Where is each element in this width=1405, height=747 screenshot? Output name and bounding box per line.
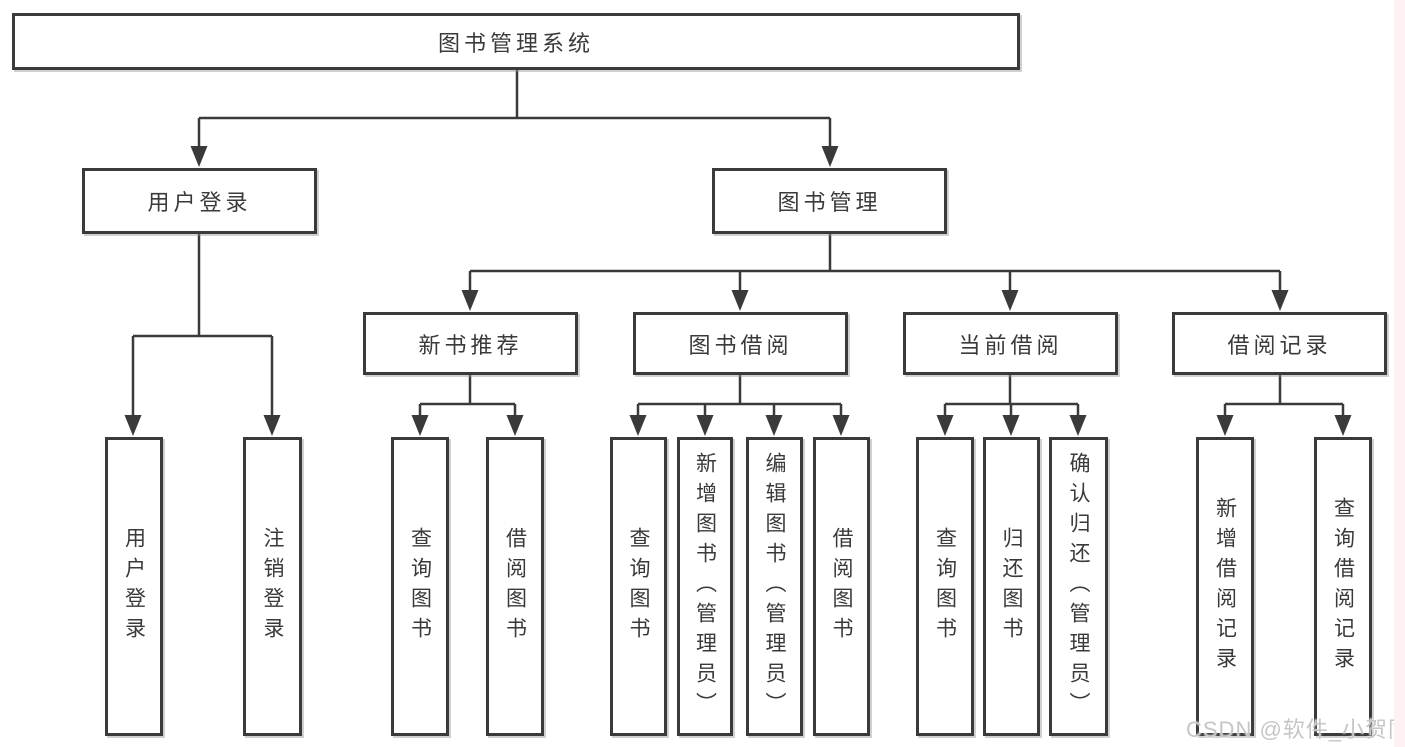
node-user-login-branch: 用户登录 (82, 168, 317, 234)
leaf-borrow-books: 借阅图书 (813, 437, 870, 736)
node-new-book-recommend: 新书推荐 (363, 312, 578, 375)
leaf-confirm-return-admin: 确认归还（管理员） (1049, 437, 1108, 736)
leaf-edit-books-admin: 编辑图书（管理员） (746, 437, 803, 736)
node-root-library-system: 图书管理系统 (12, 13, 1020, 70)
right-edge-strip (1394, 0, 1405, 747)
leaf-borrow-books-recommend: 借阅图书 (486, 437, 544, 736)
leaf-query-books-borrowing: 查询图书 (610, 437, 667, 736)
leaf-query-books-current: 查询图书 (916, 437, 974, 736)
leaf-add-borrow-record: 新增借阅记录 (1196, 437, 1254, 736)
leaf-query-borrow-record: 查询借阅记录 (1314, 437, 1372, 736)
node-book-management-branch: 图书管理 (712, 168, 947, 234)
leaf-logout: 注销登录 (243, 437, 302, 736)
node-book-borrowing: 图书借阅 (633, 312, 848, 375)
csdn-watermark: CSDN @软件_小贺同学 (1186, 717, 1405, 742)
leaf-query-books-recommend: 查询图书 (391, 437, 449, 736)
leaf-return-books: 归还图书 (983, 437, 1040, 736)
leaf-user-login: 用户登录 (105, 437, 163, 736)
node-current-borrowing: 当前借阅 (903, 312, 1118, 375)
node-borrowing-records: 借阅记录 (1172, 312, 1387, 375)
leaf-add-books-admin: 新增图书（管理员） (677, 437, 733, 736)
